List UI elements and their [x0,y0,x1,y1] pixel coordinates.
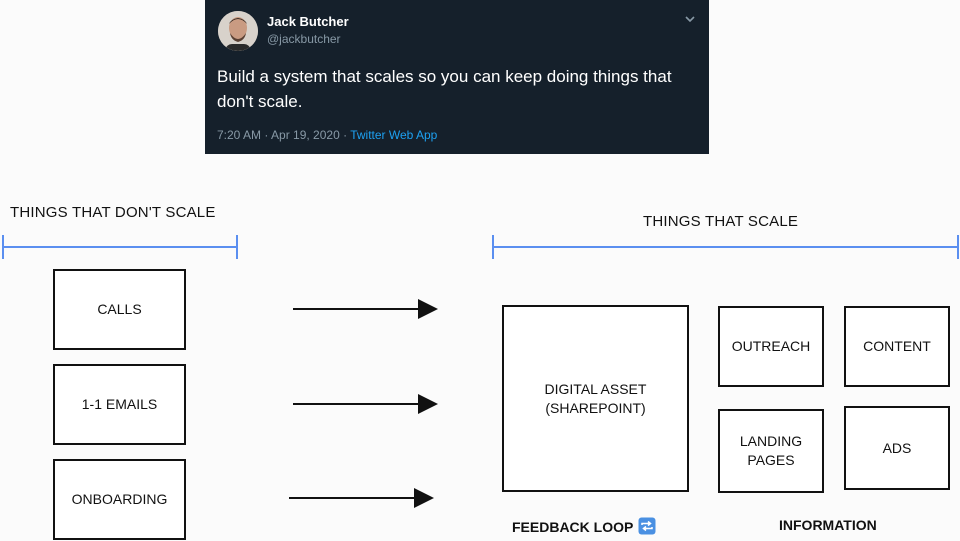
onboarding-box: ONBOARDING [53,459,186,540]
ads-label: ADS [882,439,912,456]
outreach-box: OUTREACH [718,306,824,387]
emails-label: 1-1 EMAILS [81,396,158,412]
tweet-source-link[interactable]: Twitter Web App [350,128,438,142]
calls-label: CALLS [97,301,142,317]
landing-pages-box: LANDING PAGES [718,409,824,493]
chevron-down-icon[interactable] [683,12,697,26]
right-section-label: THINGS THAT SCALE [643,213,799,230]
feedback-loop-label: FEEDBACK LOOP [512,519,634,535]
landing-line1: LANDING [739,433,803,449]
landing-line2: PAGES [747,452,795,468]
asset-line2: (SHAREPOINT) [545,399,646,416]
calls-box: CALLS [53,269,186,350]
repeat-icon [638,517,656,535]
onboarding-label: ONBOARDING [71,491,168,507]
tweet-text: Build a system that scales so you can ke… [217,67,672,111]
outreach-label: OUTREACH [731,338,811,354]
left-section-label: THINGS THAT DON'T SCALE [10,204,216,221]
information-caption: INFORMATION [779,517,877,533]
right-bracket [492,235,959,259]
digital-asset-box: DIGITAL ASSET (SHAREPOINT) [502,305,689,492]
tweet-timestamp[interactable]: 7:20 AM · Apr 19, 2020 · [217,128,351,142]
content-label: CONTENT [863,338,931,354]
avatar[interactable] [218,11,258,51]
content-box: CONTENT [844,306,950,387]
emails-box: 1-1 EMAILS [53,364,186,445]
tweet-card: Jack Butcher @jackbutcher Build a system… [205,0,709,154]
author-name[interactable]: Jack Butcher [267,14,349,29]
author-handle[interactable]: @jackbutcher [267,32,341,46]
tweet-meta: 7:20 AM · Apr 19, 2020 · Twitter Web App [217,128,437,142]
asset-line1: DIGITAL ASSET [544,380,647,397]
ads-box: ADS [844,406,950,490]
left-bracket [2,235,238,259]
feedback-loop-caption: FEEDBACK LOOP [512,517,656,535]
